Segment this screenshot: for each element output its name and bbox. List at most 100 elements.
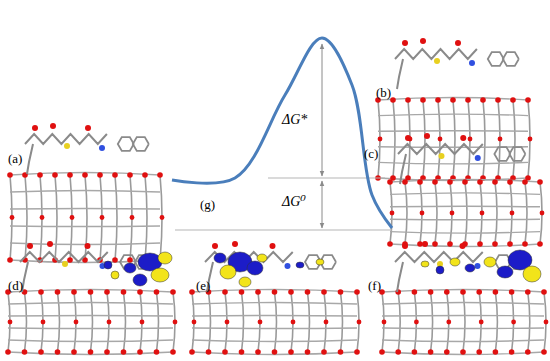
atom: [85, 243, 91, 249]
oxygen-atom: [88, 349, 94, 355]
oxygen-atom: [137, 349, 143, 355]
oxygen-atom: [528, 137, 533, 142]
oxygen-atom: [510, 97, 516, 103]
activation-arrow: [322, 44, 323, 176]
orbital-lobe: [214, 253, 226, 263]
energy-label: ΔG*: [282, 112, 307, 127]
atom: [64, 143, 70, 149]
oxygen-atom: [522, 241, 528, 247]
oxygen-atom: [154, 349, 160, 355]
oxygen-atom: [272, 289, 278, 295]
oxygen-atom: [41, 320, 46, 325]
oxygen-atom: [390, 211, 395, 216]
atom: [469, 60, 475, 66]
oxygen-atom: [121, 349, 127, 355]
oxygen-atom: [104, 349, 110, 355]
tube-bond: [8, 327, 173, 329]
tube-ring: [435, 182, 437, 244]
oxygen-atom: [405, 97, 411, 103]
oxygen-atom: [493, 349, 499, 355]
oxygen-atom: [160, 215, 165, 220]
oxygen-atom: [450, 97, 456, 103]
oxygen-atom: [192, 320, 197, 325]
oxygen-atom: [154, 289, 160, 295]
atom: [434, 58, 440, 64]
oxygen-atom: [507, 241, 513, 247]
tube-ring: [405, 182, 407, 244]
oxygen-atom: [7, 257, 13, 263]
oxygen-atom: [541, 289, 547, 295]
orbital-lobe: [133, 274, 147, 286]
oxygen-atom: [438, 137, 443, 142]
tube-bond: [390, 206, 540, 208]
oxygen-atom: [460, 349, 466, 355]
oxygen-atom: [130, 215, 135, 220]
tube-bond: [8, 340, 173, 342]
tube-bond: [192, 327, 357, 329]
oxygen-atom: [541, 349, 547, 355]
oxygen-atom: [435, 97, 441, 103]
tube-bond: [378, 114, 528, 116]
oxygen-atom: [22, 349, 28, 355]
atom: [460, 135, 466, 141]
tube-ring: [528, 292, 530, 352]
oxygen-atom: [157, 172, 163, 178]
tube-bond: [10, 225, 160, 227]
molecule-chain: [395, 252, 483, 262]
oxygen-atom: [67, 257, 73, 263]
oxygen-atom: [140, 320, 145, 325]
tube-bond: [378, 130, 528, 132]
tube-ring: [275, 292, 277, 352]
oxygen-atom: [258, 320, 263, 325]
orbital-lobe: [296, 262, 304, 268]
oxygen-atom: [525, 97, 531, 103]
tube-ring: [495, 182, 497, 244]
oxygen-atom: [465, 97, 471, 103]
oxygen-atom: [74, 320, 79, 325]
tube-bond: [390, 193, 540, 195]
atom: [405, 135, 411, 141]
oxygen-atom: [420, 97, 426, 103]
tube-bond: [382, 303, 544, 305]
tube-ring: [91, 292, 93, 352]
oxygen-atom: [142, 172, 148, 178]
oxygen-atom: [7, 172, 13, 178]
oxygen-atom: [88, 289, 94, 295]
orbital-lobe: [257, 254, 267, 262]
tube-ring: [242, 292, 244, 352]
oxygen-atom: [477, 241, 483, 247]
tube-ring: [145, 175, 147, 260]
oxygen-atom: [173, 320, 178, 325]
tube-bond: [10, 208, 160, 210]
oxygen-atom: [104, 289, 110, 295]
molecule-link: [27, 144, 33, 174]
orbital-lobe: [239, 277, 251, 287]
oxygen-atom: [432, 241, 438, 247]
oxygen-atom: [38, 289, 44, 295]
tube-ring: [495, 292, 497, 352]
atom: [232, 241, 238, 247]
oxygen-atom: [522, 179, 528, 185]
drug-molecule: [398, 133, 525, 184]
tube-ring: [525, 182, 527, 244]
oxygen-atom: [255, 349, 261, 355]
oxygen-atom: [97, 172, 103, 178]
oxygen-atom: [480, 97, 486, 103]
oxygen-atom: [321, 289, 327, 295]
oxygen-atom: [428, 289, 434, 295]
oxygen-atom: [206, 349, 212, 355]
oxygen-atom: [55, 289, 61, 295]
aromatic-ring: [133, 137, 149, 151]
panel-label: (b): [376, 86, 391, 100]
oxygen-atom: [137, 289, 143, 295]
tube-bond: [192, 315, 357, 317]
orbital-lobes: [104, 252, 172, 286]
atom: [27, 243, 33, 249]
aromatic-ring: [509, 147, 525, 161]
atom: [270, 243, 276, 249]
tube-ring: [453, 100, 455, 178]
tube-bond: [378, 162, 528, 164]
oxygen-atom: [354, 349, 360, 355]
orbital-lobe: [111, 271, 119, 279]
